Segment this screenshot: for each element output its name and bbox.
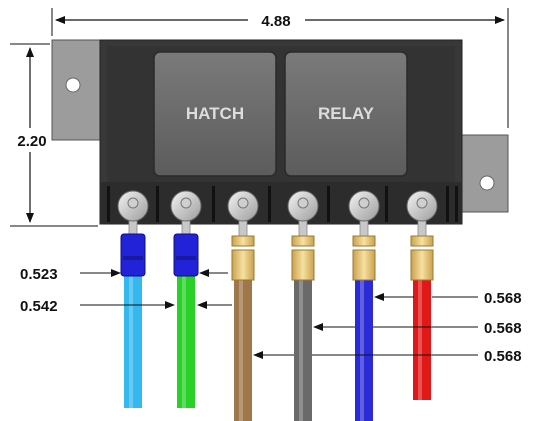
- relay-cap-hatch: HATCH: [153, 51, 277, 177]
- wire-terminal-4: [287, 190, 319, 421]
- crimp-top-5: [352, 235, 376, 247]
- ring-hole-3: [237, 197, 249, 209]
- wire-2: [177, 270, 195, 408]
- height-value: 2.20: [17, 133, 46, 150]
- strip-slot-3: [212, 186, 215, 222]
- width-value: 4.88: [261, 13, 290, 30]
- strip-slot-6: [385, 186, 388, 222]
- wire-6: [413, 270, 431, 400]
- wire-highlight-1: [129, 270, 133, 408]
- strip-slot-5: [327, 186, 330, 222]
- crimp-top-4: [291, 235, 315, 247]
- terminal-strip: [100, 182, 462, 224]
- wire-terminal-5: [348, 190, 380, 421]
- wire-terminal-3: [227, 190, 259, 421]
- wire-4: [294, 270, 312, 421]
- ring-hole-1: [127, 197, 139, 209]
- wire-terminal-2: [170, 190, 202, 408]
- crimp-top-6: [410, 235, 434, 247]
- relay-label-relay: RELAY: [318, 104, 375, 123]
- wire-highlight-2: [182, 270, 186, 408]
- wire-3: [234, 270, 252, 421]
- crimp-6: [410, 249, 434, 281]
- strip-slot-8: [455, 186, 458, 222]
- wire-terminal-6: [406, 190, 438, 400]
- crimp-ridge-2: [176, 256, 196, 260]
- wire-highlight-4: [299, 270, 303, 421]
- crimp-2: [173, 233, 199, 277]
- crimp-1: [120, 233, 146, 277]
- ring-hole-2: [180, 197, 192, 209]
- terminal-strip-slots: [107, 186, 458, 222]
- wire-highlight-6: [418, 270, 422, 400]
- wire-dim-label-2: 0.542: [20, 298, 58, 315]
- wire-dim-label-4: 0.568: [484, 320, 522, 337]
- crimp-top-3: [231, 235, 255, 247]
- wire-group: [117, 190, 438, 421]
- height-dimension: 2.20: [10, 43, 98, 227]
- ring-hole-4: [297, 197, 309, 209]
- crimp-4: [291, 249, 315, 281]
- relay-label-hatch: HATCH: [186, 104, 244, 123]
- strip-slot-2: [156, 186, 159, 222]
- wire-highlight-3: [239, 270, 243, 421]
- crimp-ridge-1: [123, 256, 143, 260]
- wire-5: [355, 270, 373, 421]
- strip-slot-4: [268, 186, 271, 222]
- width-dimension: 4.88: [51, 8, 509, 128]
- mounting-hole-right: [479, 175, 495, 191]
- wire-terminal-1: [117, 190, 149, 408]
- wire-dim-label-1: 0.523: [20, 266, 58, 283]
- wire-dim-label-3: 0.568: [484, 290, 522, 307]
- strip-slot-1: [107, 186, 110, 222]
- wire-highlight-5: [360, 270, 364, 421]
- mounting-hole-left: [65, 77, 81, 93]
- relay-cap-relay: RELAY: [284, 51, 408, 177]
- wire-dim-label-5: 0.568: [484, 348, 522, 365]
- strip-slot-7: [446, 186, 449, 222]
- ring-hole-6: [416, 197, 428, 209]
- wire-callouts: 0.523 0.542 0.568 0.568 0.568: [20, 266, 522, 365]
- ring-hole-5: [358, 197, 370, 209]
- crimp-5: [352, 249, 376, 281]
- crimp-3: [231, 249, 255, 281]
